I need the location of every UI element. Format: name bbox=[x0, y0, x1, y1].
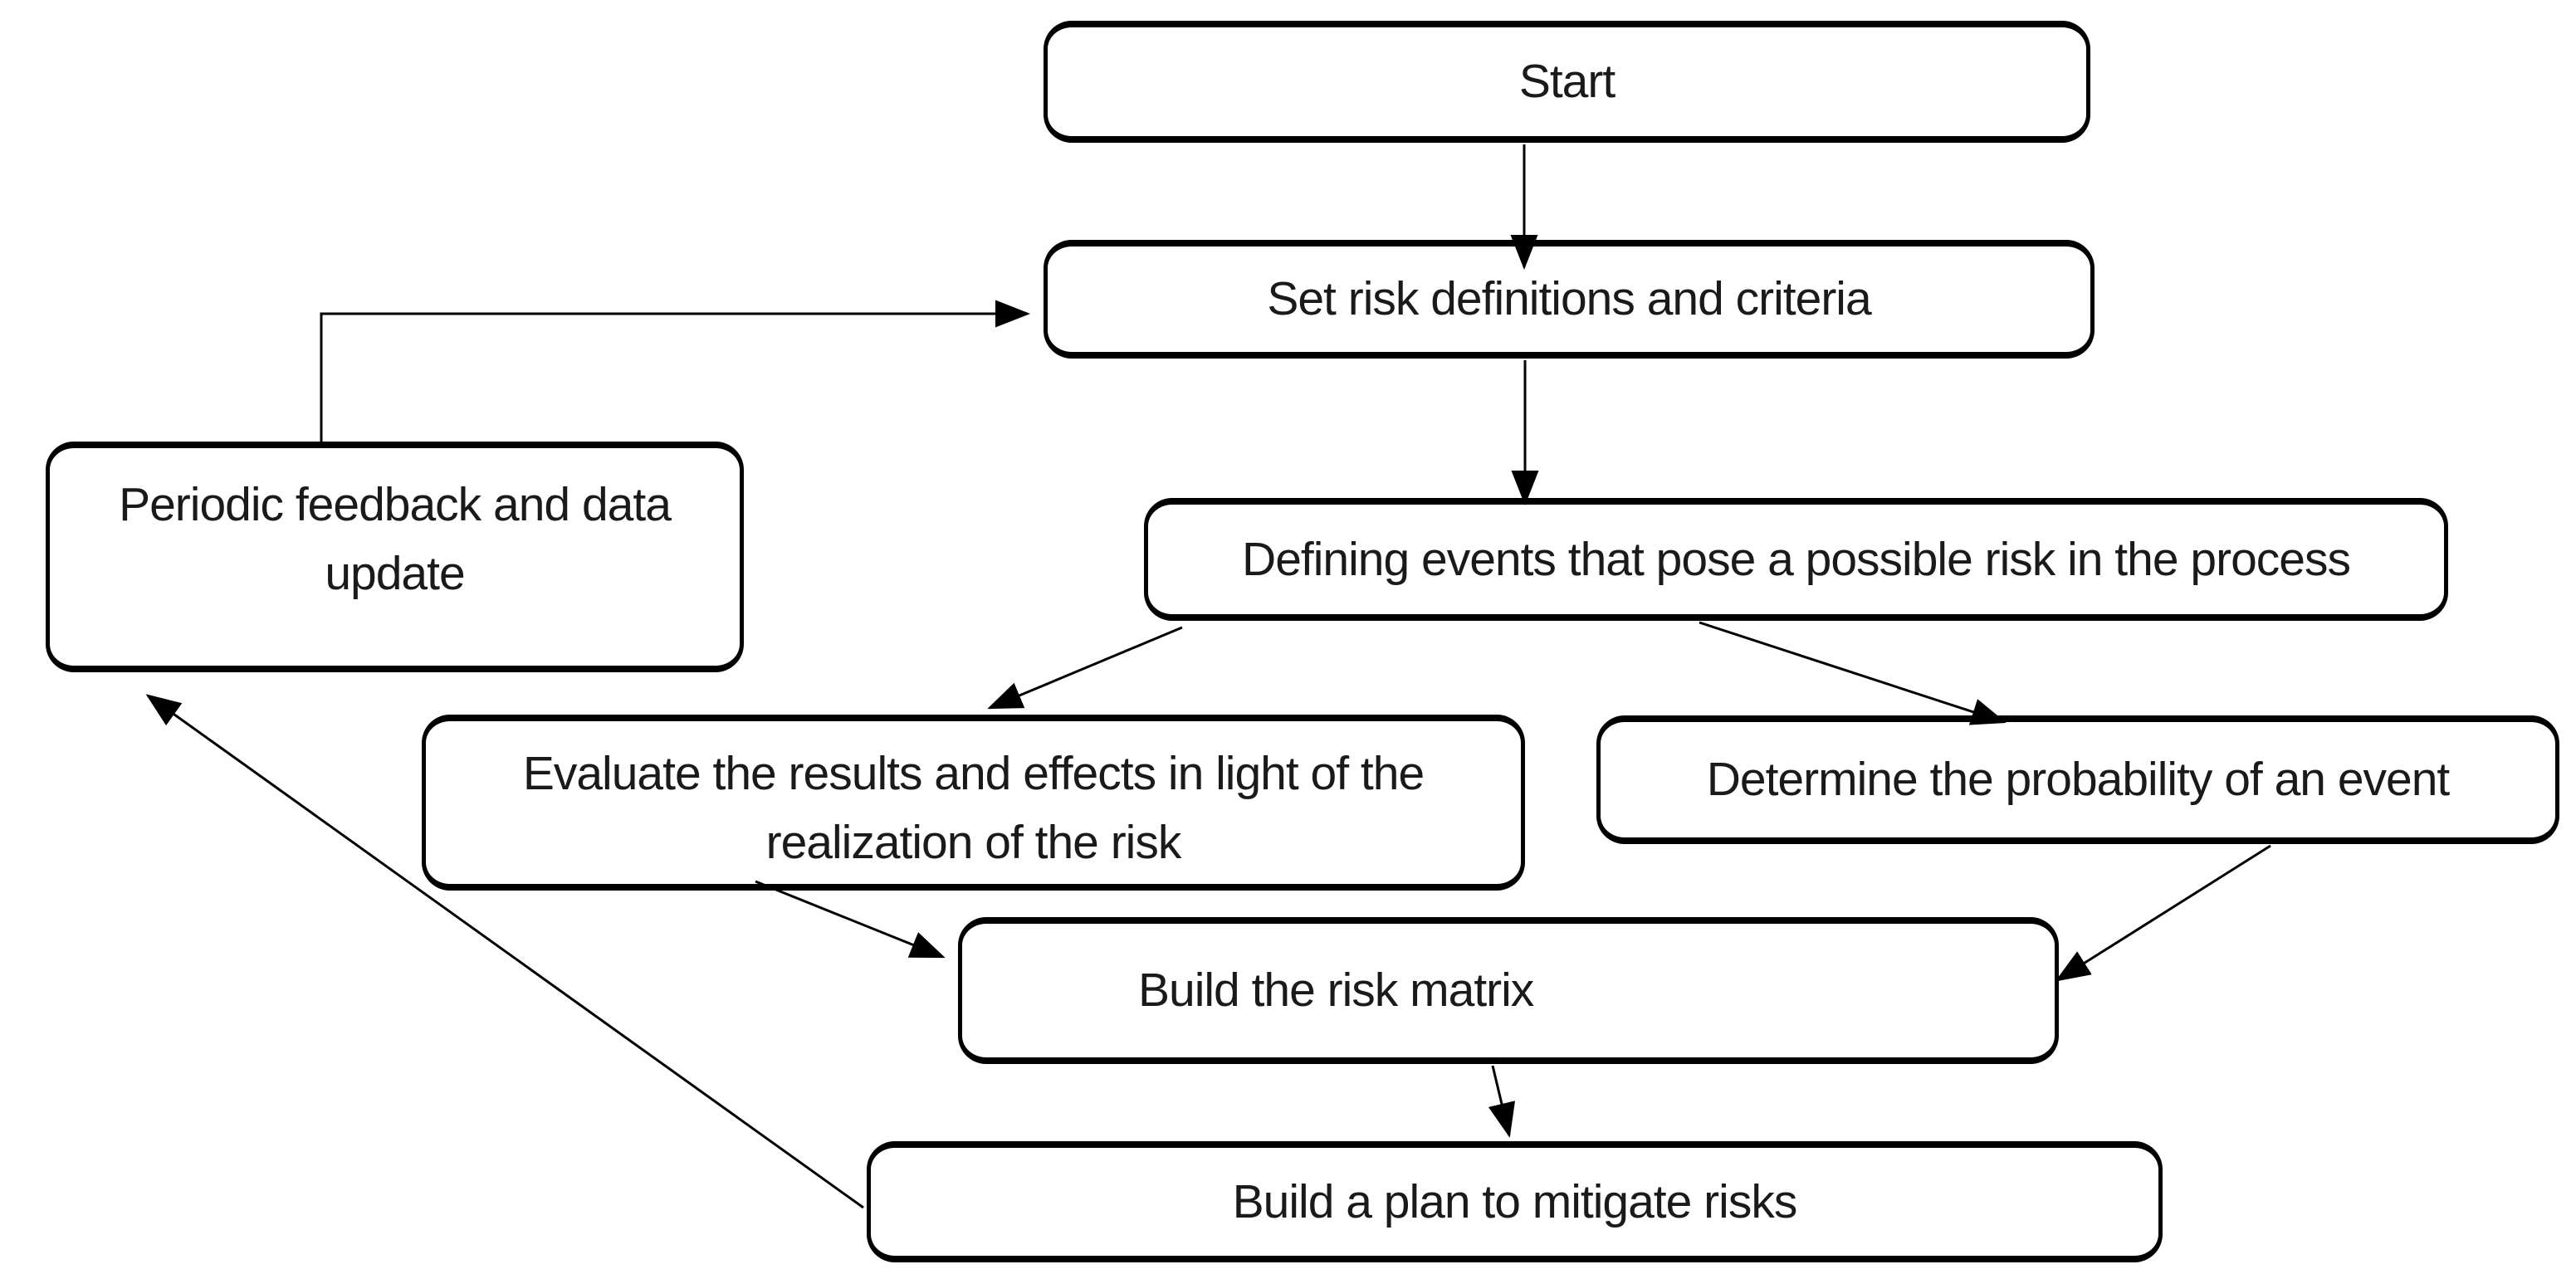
arrow-evaluate-to-matrix bbox=[755, 880, 946, 959]
arrow-determine-to-matrix bbox=[2055, 844, 2271, 982]
node-defining-events-label: Defining events that pose a possible ris… bbox=[1242, 532, 2351, 586]
node-determine-probability: Determine the probability of an event bbox=[1596, 715, 2559, 844]
node-evaluate-results-label: Evaluate the results and effects in ligh… bbox=[522, 747, 1425, 869]
node-start-label: Start bbox=[1518, 55, 1615, 109]
node-periodic-feedback-label: Periodic feedback and data update bbox=[119, 478, 672, 600]
arrow-defining-to-evaluate bbox=[987, 626, 1183, 710]
arrow-defining-to-determine bbox=[1699, 621, 2007, 725]
node-determine-probability-label: Determine the probability of an event bbox=[1706, 753, 2451, 807]
node-set-risk-definitions: Set risk definitions and criteria bbox=[1044, 240, 2095, 359]
node-build-risk-matrix-label: Build the risk matrix bbox=[1138, 964, 1534, 1018]
arrow-matrix-to-plan bbox=[1488, 1065, 1516, 1138]
node-defining-events: Defining events that pose a possible ris… bbox=[1144, 498, 2448, 621]
arrow-periodic-to-set-risk bbox=[320, 300, 1030, 442]
node-build-mitigation-plan: Build a plan to mitigate risks bbox=[867, 1141, 2163, 1262]
node-start: Start bbox=[1044, 21, 2090, 143]
node-periodic-feedback: Periodic feedback and data update bbox=[46, 442, 744, 672]
node-evaluate-results: Evaluate the results and effects in ligh… bbox=[422, 715, 1525, 891]
node-build-mitigation-plan-label: Build a plan to mitigate risks bbox=[1232, 1174, 1798, 1228]
node-set-risk-definitions-label: Set risk definitions and criteria bbox=[1267, 272, 1871, 326]
node-build-risk-matrix: Build the risk matrix bbox=[958, 917, 2059, 1064]
